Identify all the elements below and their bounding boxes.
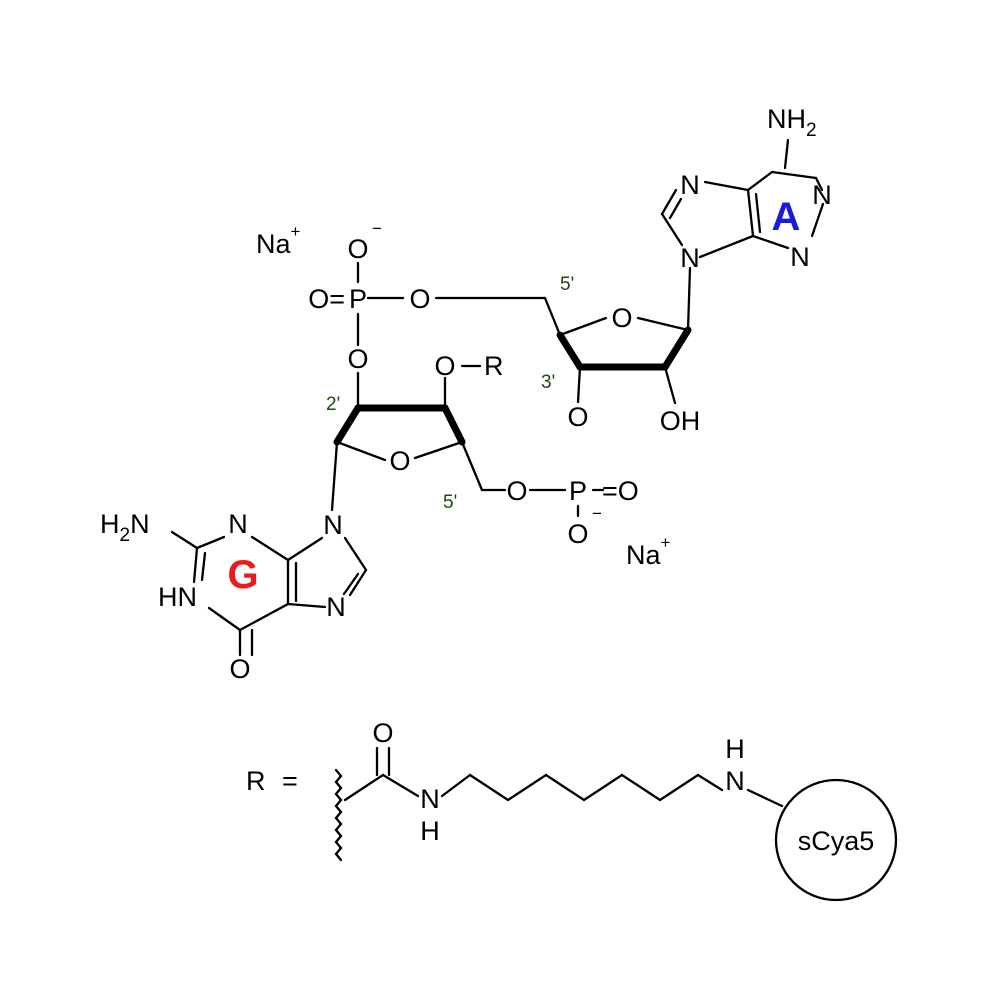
ribose-top: 5' O 3' OH O	[541, 274, 700, 436]
phosphate-top-o-bridge: O	[409, 284, 430, 314]
linker-equals: =	[282, 766, 298, 796]
phosphate-bottom-minus: −	[592, 504, 602, 523]
adenine-n7: N	[680, 170, 700, 200]
phosphate-top-o-down: O	[347, 344, 368, 374]
sodium-ion-left: Na+	[256, 222, 301, 259]
ribose-bottom-label-5p: 5'	[443, 492, 457, 513]
phosphate-top-o-minus: O	[347, 234, 368, 264]
ribose-bottom-or-r: R	[484, 351, 504, 381]
dye-label: sCya5	[798, 826, 875, 856]
ribose-top-label-3p: 3'	[541, 372, 555, 393]
linker-r: R	[246, 766, 266, 796]
guanine-n9: N	[323, 510, 343, 540]
ribose-bottom-or-o: O	[434, 351, 455, 381]
guanine-letter: G	[227, 553, 258, 597]
phosphate-bottom-o-bridge: O	[506, 476, 527, 506]
adenine-n3: N	[790, 242, 810, 272]
linker-carbonyl-o: O	[372, 718, 393, 748]
phosphate-bottom-p: P	[569, 476, 587, 506]
bond-lines	[170, 138, 825, 862]
ribose-bottom-label-2p: 2'	[326, 394, 340, 415]
phosphate-top-minus: −	[372, 219, 382, 238]
ribose-bottom: O R 2' O 5'	[326, 351, 504, 513]
phosphate-bottom-o-minus: O	[567, 519, 588, 549]
ribose-top-o3: O	[567, 402, 588, 432]
phosphate-top-o-double: O=	[308, 284, 345, 314]
sodium-ion-right: Na+	[626, 533, 671, 570]
guanine-hn: HN	[158, 582, 197, 612]
ribose-bottom-ring-o: O	[389, 446, 410, 476]
adenine-group: NH2 N N N N A	[680, 104, 832, 273]
phosphate-top: O − O= P O O	[308, 219, 430, 374]
ribose-top-ring-o: O	[611, 303, 632, 333]
linker-amine-n: N	[725, 766, 745, 796]
adenine-n9: N	[680, 243, 700, 273]
guanine-carbonyl-o: O	[229, 654, 250, 684]
guanine-n7: N	[326, 592, 346, 622]
adenine-nh2: NH2	[767, 104, 817, 141]
phosphate-bottom-o-double: =O	[602, 476, 639, 506]
linker-group: R = O N H H N sCya5	[246, 718, 874, 856]
adenine-n1: N	[812, 180, 832, 210]
linker-amide-n: N	[420, 784, 440, 814]
guanine-n3: N	[228, 509, 248, 539]
guanine-h2n: H2N	[100, 509, 150, 546]
phosphate-bottom: O P =O O −	[506, 476, 638, 549]
ribose-top-label-5p: 5'	[560, 274, 574, 295]
linker-amine-h: H	[725, 734, 745, 764]
ribose-top-oh: OH	[660, 406, 701, 436]
adenine-letter: A	[772, 195, 801, 239]
phosphate-top-p: P	[349, 284, 367, 314]
guanine-group: H2N N HN O N N G	[100, 509, 346, 684]
linker-amide-h: H	[420, 816, 440, 846]
dye-circle	[774, 778, 898, 902]
